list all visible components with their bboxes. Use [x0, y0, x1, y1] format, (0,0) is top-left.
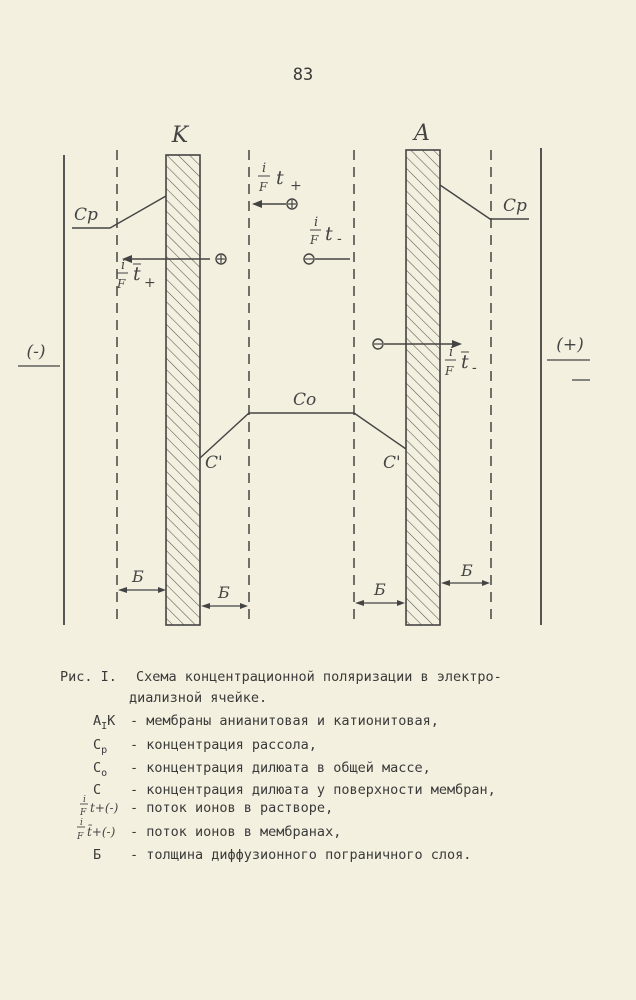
c-prime-left-label: C' [205, 453, 223, 473]
flux-t: t [276, 167, 284, 189]
flux-F: F [258, 180, 268, 194]
caption-line-1: Схема концентрационной поляризации в эле… [136, 669, 502, 685]
flux-membrane-cation: i F t + [116, 253, 227, 291]
legend-sym-5: i F t+(-) [79, 795, 119, 818]
flux-F: F [116, 277, 126, 291]
legend-text-6: - поток ионов в мембранах, [130, 824, 341, 840]
flux-F: F [444, 364, 454, 378]
membrane-a-label: A [412, 121, 430, 146]
legend-sym-7: Б [93, 847, 101, 863]
caption-line-2: диализной ячейке. [129, 690, 267, 706]
legend-sym-3: Co [93, 760, 107, 779]
delta-marker-1: Б [118, 567, 166, 593]
flux-i: i [314, 215, 318, 230]
flux-sub: - [337, 231, 342, 247]
legend-text-4: - концентрация дилюата у поверхности мем… [130, 782, 496, 798]
flux-F: F [309, 233, 319, 247]
cp-left-label: Cp [74, 205, 98, 225]
flux-t: t [133, 263, 141, 285]
cp-right-label: Cp [503, 196, 527, 216]
svg-text:t+(-): t+(-) [90, 801, 119, 815]
flux-solution-anion: i F t - [303, 215, 350, 265]
c0-label: Co [293, 390, 316, 410]
flux-i: i [121, 258, 125, 273]
legend-text-1: - мембраны анианитовая и катионитовая, [130, 713, 439, 729]
electrode-right-label: (+) [556, 335, 584, 355]
electrode-left-label: (-) [26, 342, 45, 362]
delta-marker-3: Б [355, 580, 405, 606]
legend-sym-6: i F t̄+(-) [76, 818, 116, 842]
flux-sub: + [290, 178, 302, 194]
flux-solution-cation: i F t + [252, 161, 302, 210]
concentration-left [72, 195, 167, 229]
svg-text:t̄+(-): t̄+(-) [87, 823, 116, 839]
concentration-right [439, 184, 529, 220]
svg-text:F: F [79, 808, 87, 818]
flux-sub: - [472, 360, 477, 376]
legend-sym-2: Cр [93, 737, 107, 756]
concentration-center [199, 412, 407, 459]
delta-marker-4: Б [441, 561, 490, 586]
page-number: 83 [293, 65, 313, 85]
cation-membrane-k [165, 154, 201, 626]
flux-t: t [461, 351, 469, 373]
membrane-k-label: K [171, 123, 190, 148]
flux-t: t [325, 223, 333, 245]
figure-caption: Рис. I. Схема концентрационной поляризац… [60, 669, 502, 863]
svg-text:F: F [76, 832, 84, 842]
anion-membrane-a [405, 149, 441, 626]
legend-sym-4: C [93, 782, 101, 798]
legend-sym-1: AIK [93, 713, 116, 732]
svg-text:Б: Б [217, 583, 230, 602]
legend-text-7: - толщина диффузионного пограничного сло… [130, 847, 471, 863]
svg-text:Б: Б [131, 567, 144, 586]
svg-text:Б: Б [373, 580, 386, 599]
flux-membrane-anion: i F t - [372, 338, 477, 378]
legend-text-2: - концентрация рассола, [130, 737, 317, 753]
legend-text-3: - концентрация дилюата в общей массе, [130, 760, 431, 776]
flux-sub: + [144, 275, 156, 291]
flux-i: i [262, 161, 266, 176]
svg-text:i: i [83, 795, 86, 805]
flux-i: i [449, 345, 453, 360]
delta-marker-2: Б [201, 583, 248, 609]
svg-text:i: i [80, 818, 83, 828]
svg-text:Б: Б [460, 561, 473, 580]
legend-text-5: - поток ионов в растворе, [130, 800, 333, 816]
c-prime-right-label: C' [383, 453, 401, 473]
caption-prefix: Рис. I. [60, 669, 117, 685]
